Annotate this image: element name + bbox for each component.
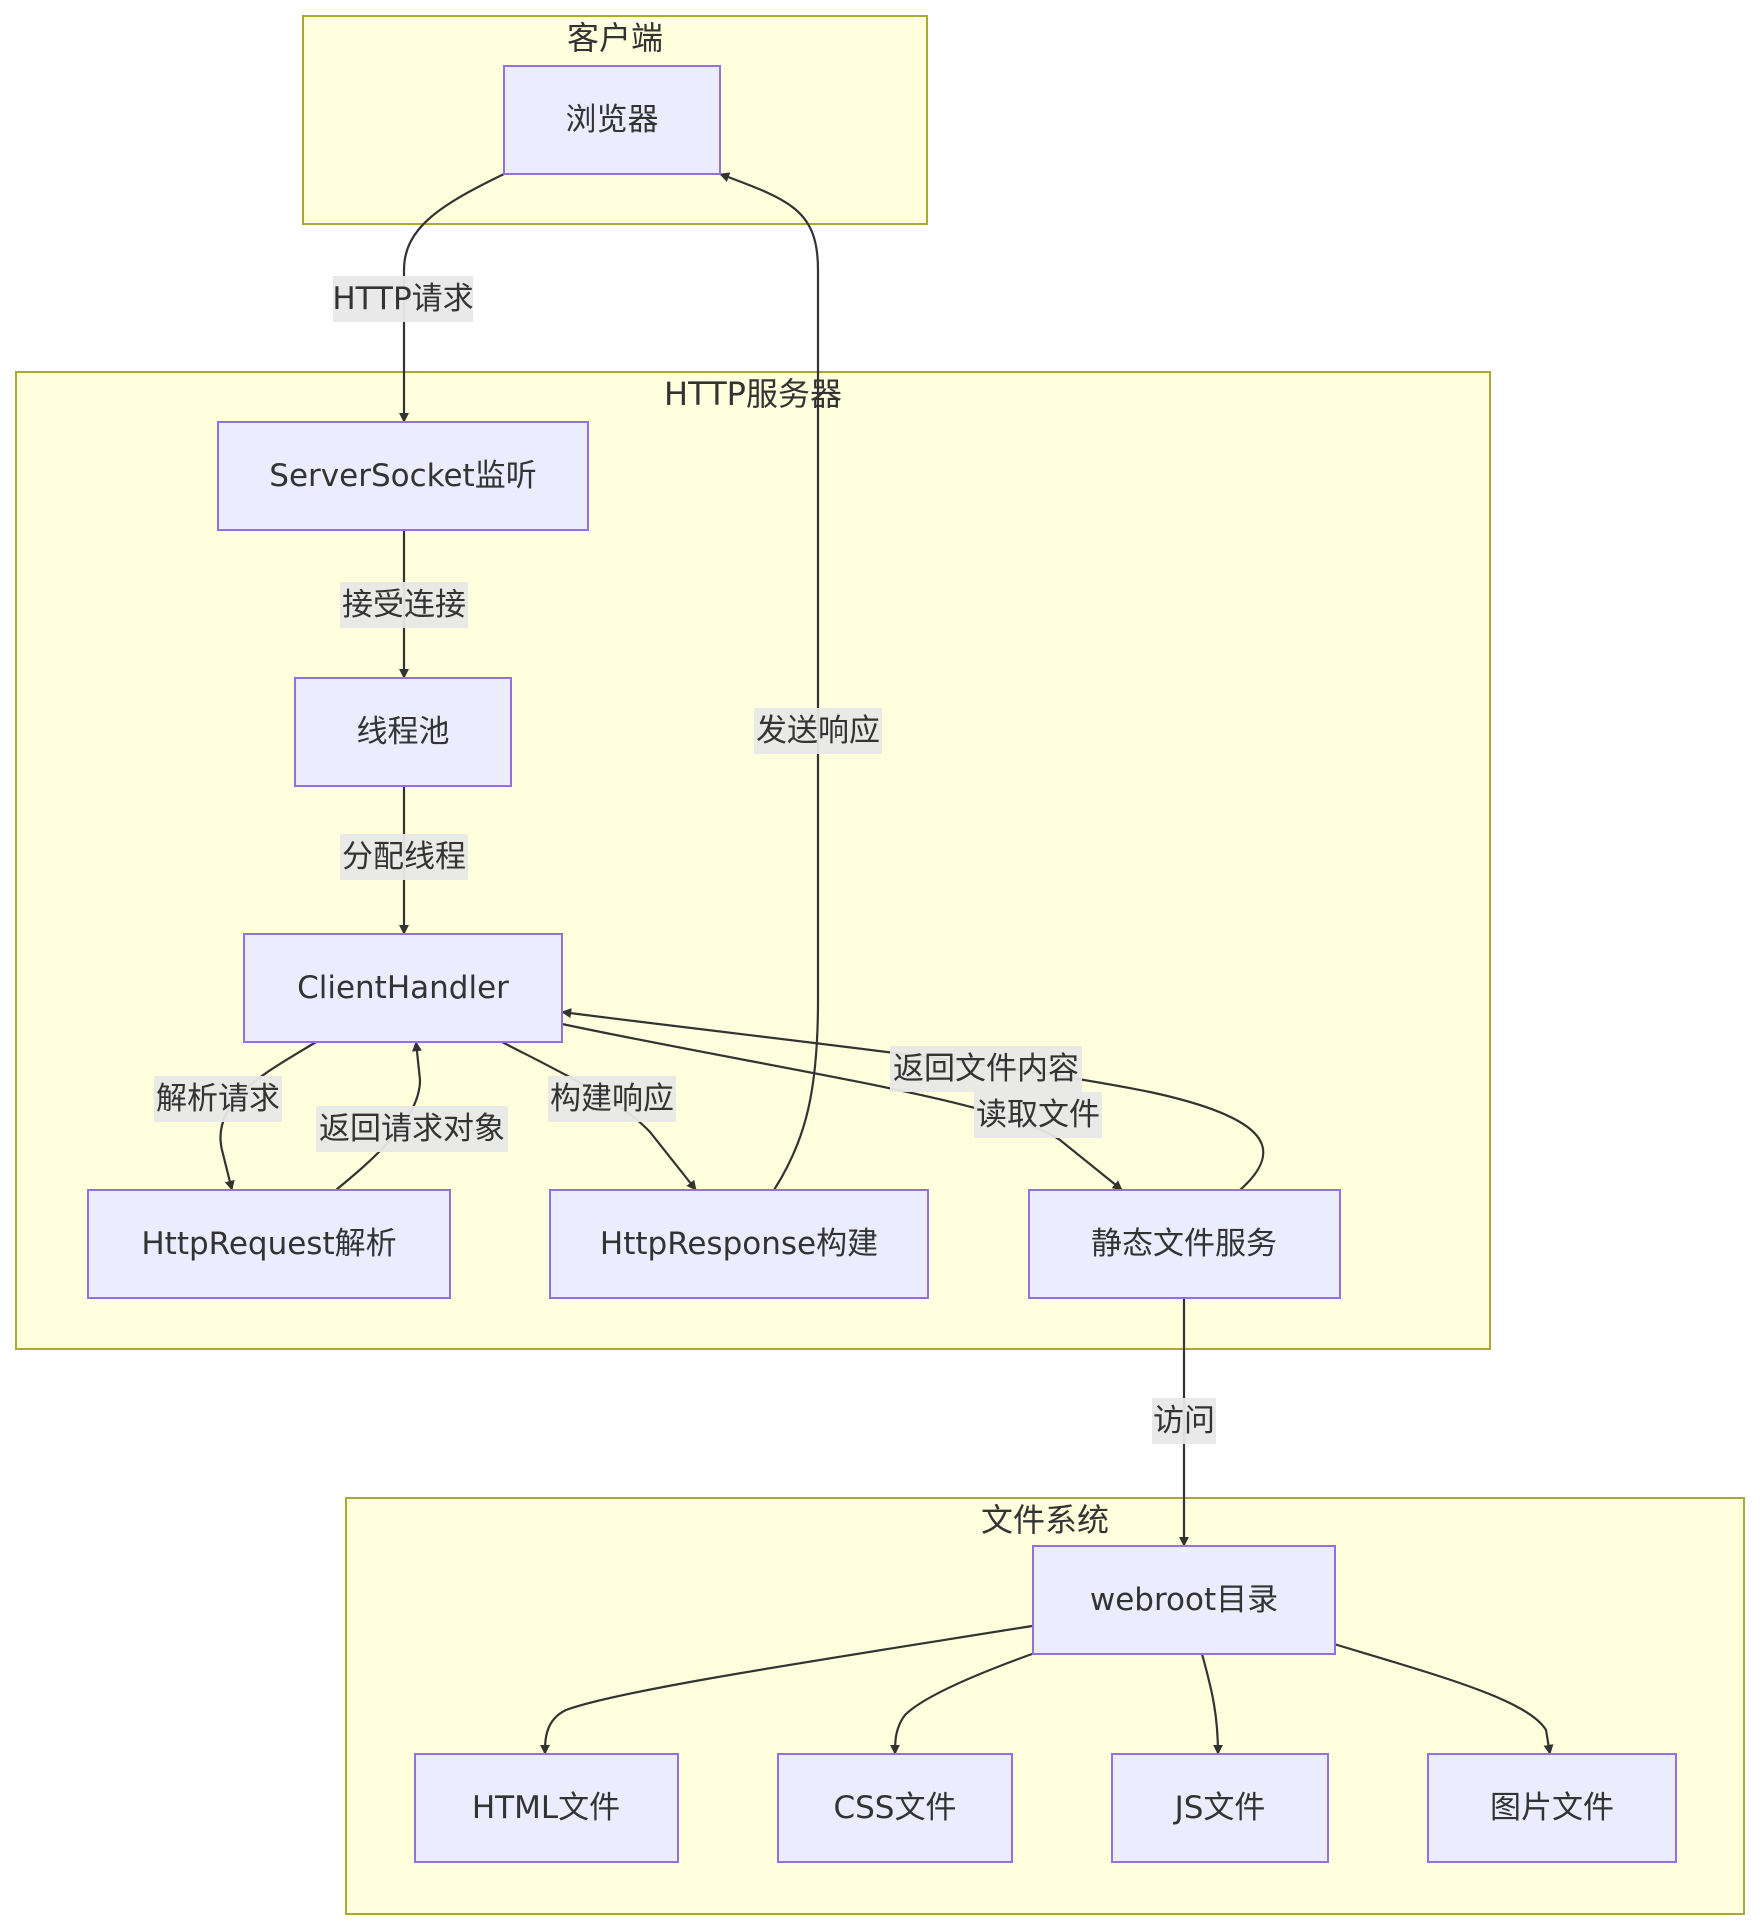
node-httpresponse[interactable]: HttpResponse构建 — [549, 1189, 929, 1299]
svg-text:构建响应: 构建响应 — [550, 1081, 674, 1117]
edge-httpresponse-to-browser — [719, 172, 820, 1191]
node-serversocket[interactable]: ServerSocket监听 — [217, 421, 589, 531]
svg-text:图片文件: 图片文件 — [1490, 1790, 1614, 1826]
node-threadpool[interactable]: 线程池 — [294, 677, 512, 787]
svg-text:线程池: 线程池 — [357, 714, 450, 750]
svg-text:返回请求对象: 返回请求对象 — [319, 1111, 505, 1147]
edge-label-build: 构建响应 — [548, 1076, 676, 1122]
svg-text:webroot目录: webroot目录 — [1090, 1582, 1278, 1618]
edge-label-parse: 解析请求 — [154, 1076, 282, 1122]
svg-text:访问: 访问 — [1153, 1403, 1215, 1439]
edge-label-return-content: 返回文件内容 — [890, 1046, 1082, 1092]
edge-label-assign: 分配线程 — [340, 834, 468, 880]
node-httprequest[interactable]: HttpRequest解析 — [87, 1189, 451, 1299]
edge-webroot-to-image — [1333, 1642, 1554, 1755]
svg-text:JS文件: JS文件 — [1173, 1790, 1266, 1826]
cluster-client-title: 客户端 — [567, 19, 663, 57]
edge-labels: HTTP请求 接受连接 分配线程 解析请求 返回请求对象 构建响应 发送响应 — [154, 276, 1216, 1444]
node-clienthandler[interactable]: ClientHandler — [243, 933, 563, 1043]
edge-browser-to-serversocket — [399, 173, 505, 423]
svg-text:返回文件内容: 返回文件内容 — [893, 1051, 1079, 1087]
edge-label-http-request: HTTP请求 — [332, 276, 474, 322]
svg-text:分配线程: 分配线程 — [342, 839, 466, 875]
node-css-file[interactable]: CSS文件 — [777, 1753, 1013, 1863]
edge-label-access: 访问 — [1152, 1398, 1216, 1444]
svg-text:HTML文件: HTML文件 — [472, 1790, 620, 1826]
svg-text:HttpRequest解析: HttpRequest解析 — [141, 1226, 396, 1262]
node-browser[interactable]: 浏览器 — [503, 65, 721, 175]
edge-webroot-to-js — [1200, 1653, 1223, 1755]
edge-webroot-to-css — [890, 1652, 1033, 1755]
svg-text:HttpResponse构建: HttpResponse构建 — [600, 1226, 878, 1262]
node-image-file[interactable]: 图片文件 — [1427, 1753, 1677, 1863]
nodes: 浏览器 ServerSocket监听 线程池 ClientHandler Htt… — [87, 65, 1677, 1863]
svg-text:接受连接: 接受连接 — [342, 587, 466, 623]
svg-text:ClientHandler: ClientHandler — [297, 970, 509, 1006]
svg-text:ServerSocket监听: ServerSocket监听 — [269, 458, 536, 494]
edge-label-read-file: 读取文件 — [974, 1092, 1102, 1138]
svg-text:读取文件: 读取文件 — [976, 1097, 1100, 1133]
node-js-file[interactable]: JS文件 — [1111, 1753, 1329, 1863]
node-webroot[interactable]: webroot目录 — [1032, 1545, 1336, 1655]
svg-text:解析请求: 解析请求 — [156, 1081, 280, 1117]
svg-text:发送响应: 发送响应 — [756, 713, 880, 749]
svg-text:HTTP请求: HTTP请求 — [332, 281, 473, 317]
cluster-server-title: HTTP服务器 — [664, 375, 842, 413]
edge-webroot-to-html — [540, 1624, 1033, 1755]
edge-label-accept: 接受连接 — [340, 582, 468, 628]
svg-text:浏览器: 浏览器 — [566, 102, 659, 138]
node-html-file[interactable]: HTML文件 — [414, 1753, 679, 1863]
svg-text:CSS文件: CSS文件 — [833, 1790, 956, 1826]
edge-label-send: 发送响应 — [754, 708, 882, 754]
svg-text:静态文件服务: 静态文件服务 — [1091, 1226, 1277, 1262]
edge-label-return-obj: 返回请求对象 — [316, 1106, 508, 1152]
cluster-fs-title: 文件系统 — [981, 1501, 1109, 1539]
node-static-file-service[interactable]: 静态文件服务 — [1028, 1189, 1341, 1299]
